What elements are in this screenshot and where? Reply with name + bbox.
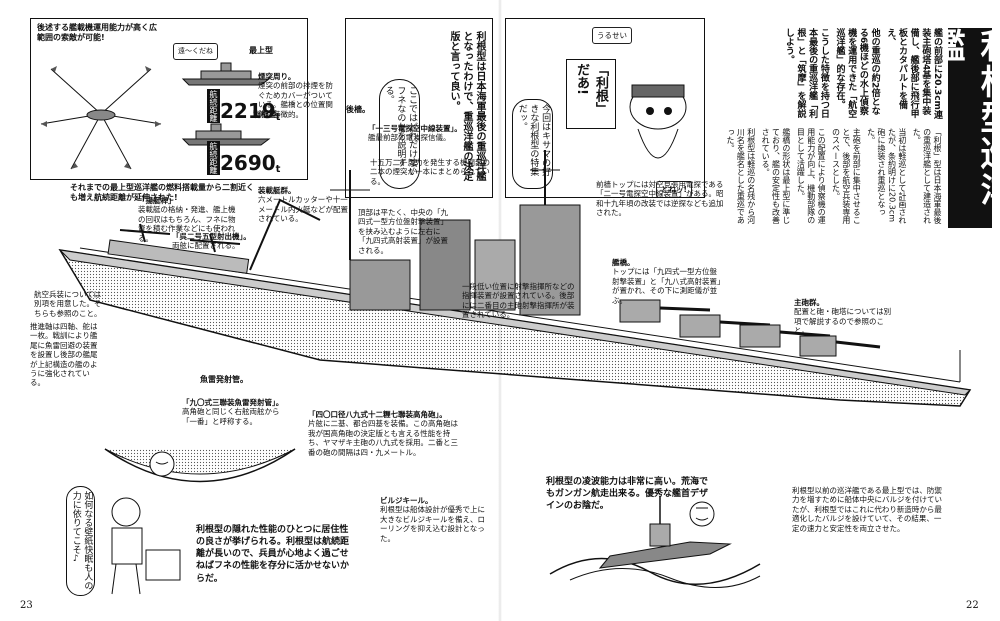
callout-search: 十五万二千馬力を発生する機関部の二本の煙突が一本にまとめられている。 [370, 158, 490, 186]
right-page-number: 22 [966, 600, 979, 611]
body-col-1: 「利根」型は日本海軍最後の重巡洋艦として建造された。 [912, 128, 942, 224]
callout-bridge-body: トップには「九四式一型方位盤射撃装置」と「九八式高射装置」が置かれ、その下に測距… [612, 267, 721, 305]
callout-catapult-body: 装載艇の格納・発進、艦上機の回収はもちろん、フネに物資を積む作業などにも使われる… [138, 205, 236, 243]
callout-deck: 推進軸は四軸、舵は一枚。戦訓により艦尾に魚雷回避の装置を設置し後部の艦尾が上記構… [30, 322, 98, 388]
mogami-ship-icon [181, 62, 271, 86]
callout-boat: 装載艇群。 六メートルカッターや十一メートル内火艇などが配置されている。 [258, 186, 354, 224]
character-hat-illustration [629, 84, 687, 159]
mogami-range-prefix: 航続距離 [207, 89, 220, 123]
callout-mast: 後檣。 [346, 105, 370, 114]
callout-funnel-title: 煙突周り。 [258, 72, 296, 81]
body-col-3: 主砲を前部に集中させることで、後部を航空兵装専用のスペースとした。 [831, 128, 862, 224]
callout-antiair-title: 「四〇口径八九式十二糎七聯装高角砲」。 [308, 410, 447, 419]
seated-sailor-illustration [111, 497, 181, 595]
tone-range-unit: t [275, 164, 281, 175]
callout-bridge-title: 艦橋。 [612, 258, 635, 267]
callout-bridge-note: 頂部は平たく、中央の「九四式一型方位盤射撃装置」を挟み込むように左右に「九四式高… [358, 208, 448, 255]
tone-range-value: 2690 [220, 151, 276, 175]
callout-type90-title: 「九〇式三聯装魚雷発射管」。 [182, 398, 284, 407]
callout-type2-title: 「呉二号五型射出機」。 [172, 232, 251, 241]
callout-funnel: 煙突周り。 煙突の前部の排煙を防ぐためカバーがついている。艦橋との位置関係が特徴… [258, 72, 338, 119]
body-col-4: この配置により偵察機の運用能力が向上、機動部隊の目として活躍した。 [796, 128, 827, 224]
mogami-label: 最上型 [249, 46, 273, 55]
callout-radar: 「一三号電探空中線装置」。 艦最前部の電波探信儀。 [368, 124, 468, 143]
callout-radar-body: 艦最前部の電波探信儀。 [368, 133, 451, 143]
callout-boat-body: 六メートルカッターや十一メートル内火艇などが配置されている。 [258, 195, 348, 224]
speech-1: 今回はキサマの好きな利根型の特集だッ。 [512, 99, 554, 189]
tone-ship-icon [181, 123, 271, 146]
callout-bilge-title: ビルジキール。 [380, 496, 433, 505]
lead-bold-3: こうした特徴を持つ日本最後の重巡洋艦「利根」と「筑摩」を解説しよう。 [783, 28, 829, 118]
callout-catapult-title: 「揚艇桿」 [138, 196, 176, 205]
callout-plane: 航空兵装については別項を用意した。そちらも参照のこと。 [34, 290, 102, 318]
manga-panel-left: 利根型は日本海軍最後の重巡洋艦となったわけで、重巡洋艦の決定版と言って良い。 こ… [345, 18, 493, 198]
callout-antiair: 「四〇口径八九式十二糎七聯装高角砲」。 片舷に二基、都合四基を装備。この高角砲は… [308, 410, 458, 457]
mogami-range-unit: t [275, 112, 281, 123]
body-col-2: 当初は軽巡として計画されたが、条約明けに20.3cm砲に換装され重巡となった。 [866, 128, 907, 224]
range-footer: それまでの最上型巡洋艦の燃料搭載量から二割近くも増え航続距離が延伸された! [70, 183, 254, 202]
range-comparison-panel: 後述する艦載機運用能力が高く広範囲の索敵が可能! 遠～くだね 最上型 [30, 18, 308, 180]
callout-catapult: 「揚艇桿」 装載艇の格納・発進、艦上機の回収はもちろん、フネに物資を積む作業など… [138, 196, 242, 243]
callout-fighting: 利根型以前の巡洋艦である最上型では、防禦力を増すために船体中央にバルジを付けてい… [792, 486, 942, 533]
tone-range: 航続距離 2690 t [207, 141, 307, 175]
callout-type90-body: 高角砲と同じく右舷両舷から「一番」と呼称する。 [182, 407, 280, 426]
manga-panel-right: 今回はキサマの好きな利根型の特集だッ。 うるせい 「利根」だあ! とねッ! [505, 18, 705, 198]
speech-6: とねッ! [656, 181, 692, 197]
body-text-block: 「利根」型は日本海軍最後の重巡洋艦として建造された。 当初は軽巡として計画された… [720, 128, 942, 248]
tone-range-prefix: 航続距離 [207, 141, 220, 175]
callout-foremast: 前檣トップには対空見張用電探である「二一号電探空中線装置」がある。昭和十九年頃の… [596, 180, 724, 218]
speech-2: ここではどれだけ凄いフネなのかを説明する。 [378, 79, 420, 189]
callout-bilge: ビルジキール。 利根型は船体設計が優秀で上に大きなビルジキールを備え、ローリング… [380, 496, 492, 543]
habitability-text: 利根型の隠れた性能のひとつに居住性の良さが挙げられる。利根型は航続距離が長いので… [196, 525, 350, 584]
scouting-fan-diagram [40, 66, 162, 170]
tone-cruiser-illustration [58, 150, 972, 407]
body-col-5: 艦橋の形状は最上型に準じており、艦の安定性も改善されている。 [761, 128, 791, 224]
callout-main-gun-body: 配置と砲・砲塔については別項で解説するので参照のこと。 [794, 307, 892, 336]
callout-main-gun-title: 主砲群。 [794, 298, 824, 307]
body-col-6: 利根型は軽巡の名残から河川名を艦名とした重巡であった。 [725, 128, 756, 224]
callout-aft-radar: 一段低い位置に射撃指揮所などの指揮装置が設置されている。後部には二番目の主砲射撃… [462, 282, 575, 320]
callout-antiair-body: 片舷に二基、都合四基を装備。この高角砲は我が国高角砲の決定版とも言える性能を持ち… [308, 419, 458, 457]
callout-boat-title: 装載艇群。 [258, 186, 296, 195]
callout-torpedo-mount: 魚雷発射管。 [200, 375, 248, 384]
range-heading: 後述する艦載機運用能力が高く広範囲の索敵が可能! [37, 23, 157, 42]
callout-type2-body: 両舷に配置される。 [172, 241, 240, 251]
callout-funnel-body: 煙突の前部の排煙を防ぐためカバーがついている。艦橋との位置関係が特徴的。 [258, 81, 333, 119]
mogami-range: 航続距離 2219 t [207, 89, 307, 123]
speech-3: 利根型は日本海軍最後の重巡洋艦となったわけで、重巡洋艦の決定版と言って良い。 [448, 31, 485, 181]
callout-type90: 「九〇式三聯装魚雷発射管」。 高角砲と同じく右舷両舷から「一番」と呼称する。 [182, 398, 288, 426]
callout-main-gun: 主砲群。 配置と砲・砲塔については別項で解説するので参照のこと。 [794, 298, 898, 336]
hammock-sailor-illustration [104, 448, 296, 483]
callout-bridge: 艦橋。 トップには「九四式一型方位盤射撃装置」と「九八式高射装置」が置かれ、その… [612, 258, 722, 305]
mogami-range-value: 2219 [220, 99, 276, 123]
ship-on-waves-illustration [549, 496, 761, 588]
speech-4: 「利根」だあ! [566, 59, 616, 129]
speech-bubble-far: 遠～くだね [173, 43, 218, 60]
lead-text-block: 艦の前部に20.3cm連装主砲塔4基を集中装備し、艦後部に飛行甲板とカタパルトを… [720, 28, 942, 278]
lead-bold-1: 艦の前部に20.3cm連装主砲塔4基を集中装備し、艦後部に飛行甲板とカタパルトを… [885, 28, 942, 119]
tone-label: 利根型 [253, 110, 277, 119]
speech-5: うるせい [592, 27, 632, 45]
lead-bold-2: 他の重巡の約2倍となる6機ほどの水上偵察機を運用できた「航空巡洋艦」的な存在。 [834, 28, 880, 118]
seakeeping-text: 利根型の凌波能力は非常に高い。荒海でもガンガン航走出来る。優秀な艦首デザインのお… [546, 477, 709, 512]
hammock-question: 如何なる壁紙快眠も人の力に依りてこそ♪ [66, 486, 96, 596]
article-title: 利根型巡洋艦 [925, 28, 1000, 228]
callout-type2: 「呉二号五型射出機」。 両舷に配置される。 [172, 232, 280, 251]
callout-radar-title: 「一三号電探空中線装置」。 [368, 124, 462, 133]
callout-bilge-body: 利根型は船体設計が優秀で上に大きなビルジキールを備え、ローリングを抑え込む設計と… [380, 505, 485, 543]
left-page-number: 23 [20, 600, 33, 611]
